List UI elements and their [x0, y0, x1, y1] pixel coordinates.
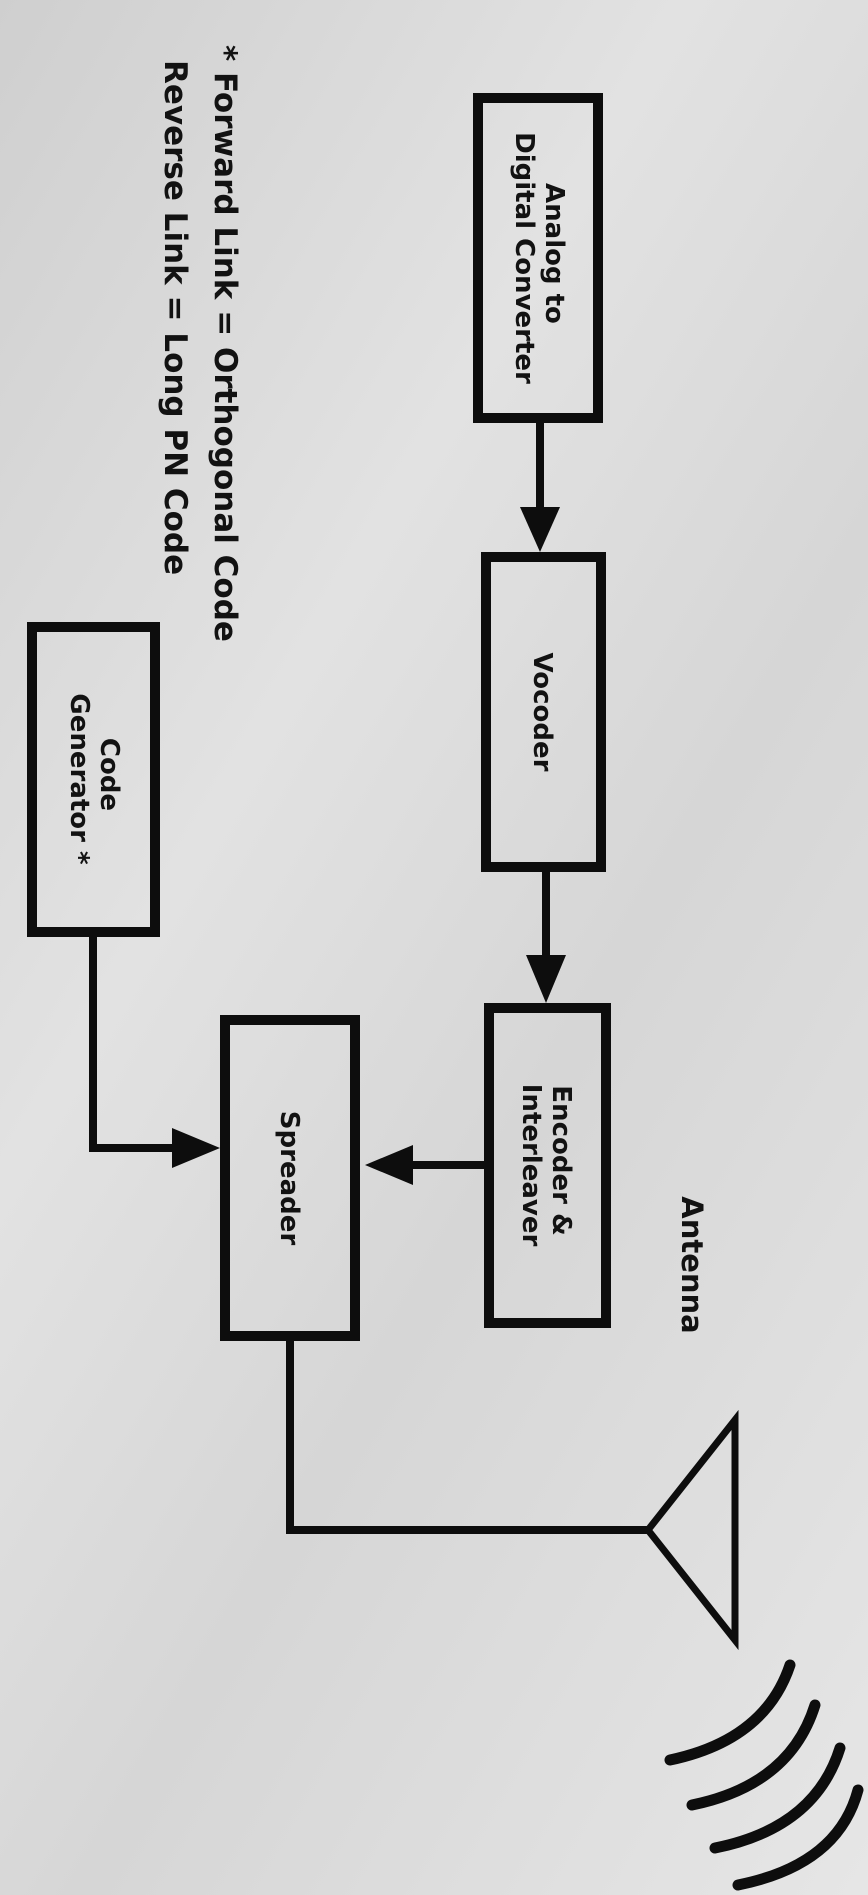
footnote-line1: * Forward Link = Orthogonal Code	[207, 45, 243, 642]
spreader-block: Spreader	[220, 1015, 360, 1341]
spreader-label: Spreader	[274, 1111, 304, 1246]
antenna-icon	[643, 1409, 739, 1651]
encoder-to-spreader-arrow	[365, 1145, 489, 1185]
encoder-label-line1: Encoder &	[546, 1085, 576, 1235]
spreader-to-antenna-line	[286, 1336, 648, 1534]
encoder-interleaver-block: Encoder & Interleaver	[484, 1003, 611, 1328]
code-generator-label: Code Generator *	[64, 693, 124, 865]
radio-waves-icon	[664, 1659, 864, 1891]
adc-label-line2: Digital Converter	[509, 132, 539, 384]
vocoder-label: Vocoder	[527, 653, 557, 772]
code-generator-to-spreader-arrow	[89, 932, 220, 1168]
footnote: * Forward Link = Orthogonal Code Reverse…	[157, 45, 243, 642]
adc-label: Analog to Digital Converter	[509, 132, 569, 384]
adc-label-line1: Analog to	[539, 183, 569, 324]
code-generator-label-line1: Code	[94, 738, 124, 811]
code-generator-block: Code Generator *	[27, 622, 160, 937]
adc-to-vocoder-arrow	[520, 418, 560, 552]
footnote-line2: Reverse Link = Long PN Code	[157, 60, 193, 575]
antenna-label: Antenna	[675, 1196, 709, 1333]
encoder-label-line2: Interleaver	[516, 1084, 546, 1247]
vocoder-to-encoder-arrow	[526, 867, 566, 1003]
adc-block: Analog to Digital Converter	[473, 93, 603, 423]
encoder-label: Encoder & Interleaver	[516, 1084, 576, 1247]
code-generator-label-line2: Generator *	[64, 693, 94, 865]
vocoder-block: Vocoder	[481, 552, 606, 872]
